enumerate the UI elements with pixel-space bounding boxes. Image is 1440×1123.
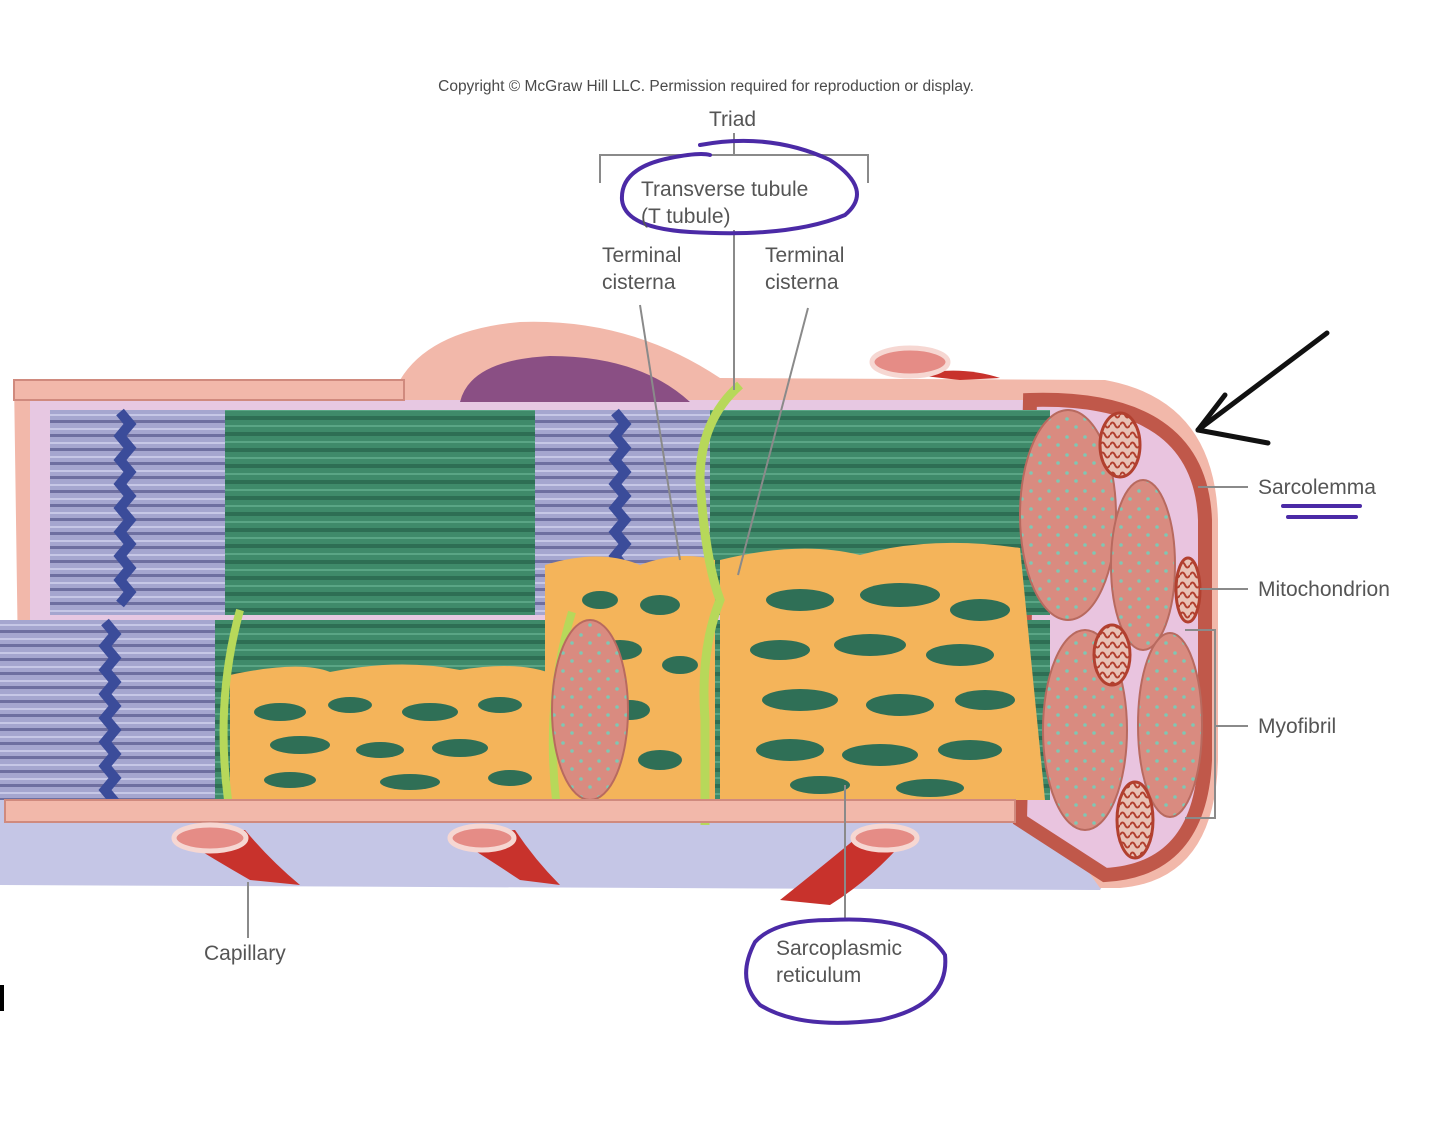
label-sarcolemma: Sarcolemma [1258, 476, 1376, 499]
leader-lines [247, 133, 1248, 938]
label-sarcoplasmic-reticulum: Sarcoplasmic reticulum [776, 937, 903, 987]
z-disc-1 [113, 408, 137, 608]
label-myofibril: Myofibril [1258, 715, 1337, 738]
z-disc-3 [98, 618, 122, 806]
t-tubule-3 [695, 381, 744, 825]
label-terminal-cisterna-right: Terminal cisterna [765, 244, 845, 294]
leader-terminal-cisterna-left [639, 304, 681, 561]
i-band-1 [50, 410, 225, 615]
myofibril-cut-1 [551, 619, 629, 801]
sr-network-1 [230, 664, 555, 800]
leader-myofibril [1185, 629, 1248, 819]
label-triad: Triad [709, 108, 757, 131]
circle-sarcoplasmic-reticulum [744, 917, 948, 1025]
sarcolemma-top [13, 379, 405, 401]
edge-mark [0, 985, 4, 1011]
handwritten-annotations [619, 138, 1362, 1025]
myofibril-cut-3 [1110, 479, 1176, 651]
t-tubule-1 [219, 608, 244, 801]
copyright-notice: Copyright © McGraw Hill LLC. Permission … [438, 78, 974, 95]
arrow-icon [1195, 330, 1330, 446]
circle-t-tubule [619, 138, 859, 236]
nucleus [460, 356, 690, 402]
sarcolemma-bottom [4, 799, 1016, 823]
myofibril-cut-5 [1137, 632, 1203, 818]
sr-holes [254, 583, 1015, 797]
label-terminal-cisterna-left: Terminal cisterna [602, 244, 682, 294]
capillaries [171, 345, 1000, 905]
mitochondrion-2 [1174, 556, 1202, 624]
mitochondrion-4 [1115, 780, 1155, 860]
mitochondrion-1 [1098, 411, 1142, 479]
underline-sarcolemma [1281, 504, 1362, 519]
myofibril-cut-2 [1019, 409, 1117, 621]
mitochondrion-3 [1092, 623, 1132, 687]
label-transverse-tubule: Transverse tubule (T tubule) [641, 178, 809, 228]
label-mitochondrion: Mitochondrion [1258, 578, 1390, 601]
label-capillary: Capillary [204, 942, 286, 965]
leader-terminal-cisterna-right [737, 307, 809, 576]
